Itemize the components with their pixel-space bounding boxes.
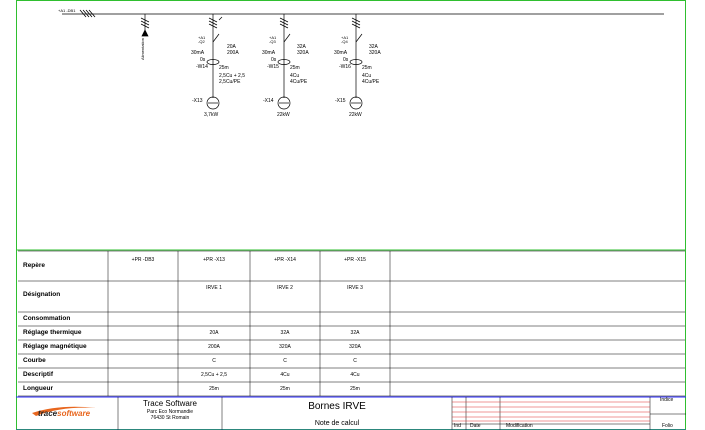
section-value: 2,5Cu + 2,5	[219, 73, 245, 79]
table-cell: +PR -X14	[274, 257, 296, 263]
incoming-feeder	[140, 14, 150, 37]
table-cell: 4Cu	[280, 372, 290, 378]
power-value: 3,7kW	[204, 112, 219, 118]
table-cell: +PR -X13	[203, 257, 225, 263]
section-pe-value: 2,5Cu/PE	[219, 79, 241, 85]
table-cell: 25m	[350, 386, 360, 392]
magnetic-value: 320A	[297, 50, 309, 56]
busbar	[62, 9, 664, 18]
company-address-line1: Parc Eco Normandie	[146, 409, 194, 415]
magnetic-value: 200A	[227, 50, 239, 56]
revision-lines	[452, 401, 650, 422]
table-cell: 4Cu	[350, 372, 360, 378]
table-cell: 20A	[209, 330, 219, 336]
folio-label: Folio	[662, 423, 673, 429]
length-value: 25m	[362, 65, 372, 71]
circuit-x14	[277, 14, 291, 110]
section-pe-value: 4Cu/PE	[362, 79, 380, 85]
circuit-x13	[206, 14, 223, 110]
breaker-tag: +A1 -Q2	[198, 35, 206, 44]
table-cell: C	[283, 358, 287, 364]
row-label-reglage-thermique: Réglage thermique	[23, 329, 82, 336]
row-label-descriptif: Descriptif	[23, 371, 53, 378]
project-title: Bornes IRVE	[308, 401, 366, 412]
length-value: 25m	[219, 65, 229, 71]
drawing-frame	[16, 0, 686, 430]
cable-tag: -W16	[339, 64, 351, 70]
power-value: 22kW	[277, 112, 290, 118]
table-cell: 320A	[279, 344, 291, 350]
section-value: 4Cu	[290, 73, 300, 79]
data-table-grid	[18, 250, 685, 397]
curve-value: 0s	[200, 57, 206, 63]
table-cell: IRVE 3	[347, 285, 363, 291]
rating-value: 32A	[297, 44, 306, 50]
power-value: 22kW	[349, 112, 362, 118]
revision-col-ind: Ind	[454, 423, 461, 429]
company-logo: tracesoftware	[38, 410, 90, 418]
table-cell: 2,5Cu + 2,5	[201, 372, 227, 378]
table-cell: 25m	[280, 386, 290, 392]
cable-tag: -W15	[267, 64, 279, 70]
logo-prefix: trace	[38, 409, 58, 418]
table-cell: +PR -X15	[344, 257, 366, 263]
load-tag: -X14	[263, 98, 274, 104]
company-name: Trace Software	[143, 399, 197, 408]
cable-tag: -W14	[196, 64, 208, 70]
sensitivity-value: 30mA	[334, 50, 348, 56]
table-cell: 320A	[349, 344, 361, 350]
busbar-label: +A1 -DB1	[58, 8, 76, 13]
title-block-grid	[117, 397, 686, 430]
row-label-designation: Désignation	[23, 291, 61, 298]
table-cell: C	[353, 358, 357, 364]
curve-value: 0s	[343, 57, 349, 63]
rating-value: 20A	[227, 44, 236, 50]
logo-swoosh	[32, 406, 96, 416]
curve-value: 0s	[271, 57, 277, 63]
length-value: 25m	[290, 65, 300, 71]
revision-col-modification: Modification	[506, 423, 533, 429]
table-cell: +PR -DB3	[131, 257, 155, 263]
circuit-x15	[349, 14, 363, 110]
table-cell: C	[212, 358, 216, 364]
section-pe-value: 4Cu/PE	[290, 79, 308, 85]
breaker-tag: +A1 -Q3	[269, 35, 277, 44]
document-title: Note de calcul	[314, 420, 360, 427]
load-tag: -X15	[335, 98, 346, 104]
row-label-repere: Repère	[23, 262, 46, 269]
table-cell: 32A	[350, 330, 360, 336]
section-value: 4Cu	[362, 73, 372, 79]
sensitivity-value: 30mA	[262, 50, 276, 56]
table-cell: 25m	[209, 386, 219, 392]
logo-suffix: software	[57, 409, 91, 418]
incoming-label: Alimentation	[140, 37, 145, 60]
table-cell: 200A	[208, 344, 220, 350]
row-label-reglage-magnetique: Réglage magnétique	[23, 343, 87, 350]
load-tag: -X13	[192, 98, 203, 104]
rating-value: 32A	[369, 44, 378, 50]
magnetic-value: 320A	[369, 50, 381, 56]
table-cell: 32A	[280, 330, 290, 336]
breaker-tag: +A1 -Q4	[341, 35, 349, 44]
sensitivity-value: 30mA	[191, 50, 205, 56]
revision-col-date: Date	[470, 423, 481, 429]
row-label-courbe: Courbe	[23, 357, 46, 364]
row-label-longueur: Longueur	[23, 385, 53, 392]
indice-label: Indice	[660, 397, 674, 403]
table-cell: IRVE 1	[206, 285, 222, 291]
table-cell: IRVE 2	[277, 285, 293, 291]
row-label-consommation: Consommation	[23, 315, 71, 322]
company-address-line2: 76430 St Romain	[150, 415, 190, 421]
